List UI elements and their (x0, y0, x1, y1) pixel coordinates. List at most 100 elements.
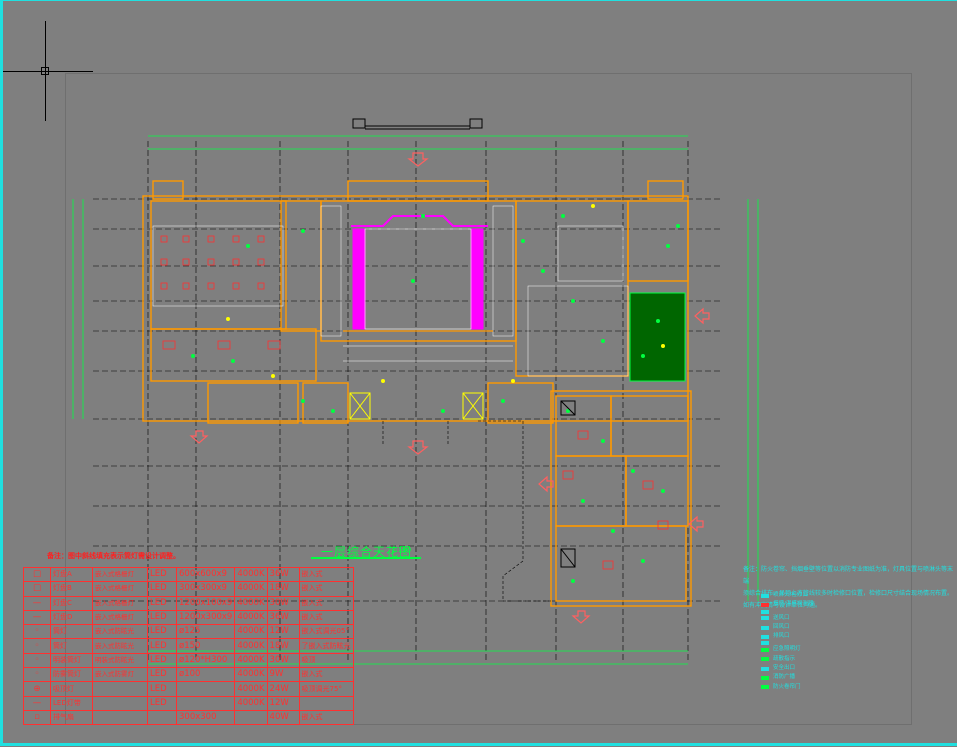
legend-cell-source: LED (147, 595, 177, 611)
symbol-legend: 喷淋头/检修口烟感/温感探测器送风口回风口排风口应急照明灯疏散指示安全出口消防广… (761, 591, 813, 692)
legend-cell-ct: 4000K (234, 652, 268, 669)
legend-cell-power: 30W (266, 595, 300, 611)
legend-cell-desc (92, 709, 148, 726)
legend-cell-ct: 4000K (234, 595, 268, 611)
fixtures-red (160, 235, 669, 570)
legend-cell-desc (92, 695, 148, 711)
legend-cell-ct: 4000K (234, 667, 268, 683)
legend-cell-symbol: □ (23, 566, 51, 583)
right-note-line: 如有冲突请与设计单位沟通。 (743, 602, 822, 609)
legend-cell-symbol: — (23, 695, 51, 711)
symbol-label: 回风口 (773, 623, 790, 630)
legend-cell-name: 明装筒灯 (50, 652, 93, 669)
legend-cell-install: 嵌入式调光05° (298, 624, 354, 640)
symbol-swatch (761, 657, 769, 662)
dimension-lines (72, 135, 759, 665)
legend-cell-name: 灯盘C (50, 595, 93, 611)
symbol-legend-item: 回风口 (761, 623, 813, 632)
symbol-label: 安全出口 (773, 665, 796, 672)
drawing-title: 一层综合天花图 (321, 545, 413, 559)
legend-cell-size: ø150 (175, 638, 236, 654)
symbol-legend-item: 喷淋头/检修口 (761, 591, 813, 600)
legend-cell-source: LED (147, 638, 177, 654)
symbol-swatch (761, 616, 769, 621)
legend-cell-ct (234, 709, 268, 726)
symbol-swatch (761, 685, 769, 690)
legend-cell-size: 1200x100x9 (175, 595, 236, 611)
legend-cell-symbol: ◦ (23, 624, 51, 640)
symbol-label: 送风口 (773, 614, 790, 621)
symbol-legend-item: 疏散指示 (761, 655, 813, 664)
legend-cell-name: 灯盘A (50, 566, 93, 583)
legend-cell-ct: 4000K (234, 638, 268, 654)
legend-cell-symbol: ◦ (23, 638, 51, 654)
atrium (343, 215, 513, 362)
symbol-swatch (761, 593, 769, 598)
fixtures-green (191, 214, 680, 583)
green-zone (629, 292, 686, 382)
symbol-swatch (761, 666, 769, 671)
legend-cell-install: 嵌入式 (298, 595, 354, 611)
legend-cell-symbol: — (23, 609, 51, 626)
legend-cell-size: ø100 (175, 667, 236, 683)
drawing-scale: 1:150 (391, 546, 412, 554)
legend-cell-desc: 明装式防眩光 (92, 652, 148, 669)
legend-cell-power: 9W (266, 667, 300, 683)
symbol-swatch (761, 634, 769, 639)
legend-cell-source: LED (147, 566, 177, 583)
sheet-frame (65, 73, 912, 725)
legend-cell-install: 嵌入式 (298, 667, 354, 683)
symbol-legend-item (761, 641, 813, 646)
symbol-label: 烟感/温感探测器 (773, 601, 814, 608)
legend-cell-ct: 4000K (234, 566, 268, 583)
cursor-pickbox (41, 67, 49, 75)
legend-cell-source: LED (147, 581, 177, 597)
legend-cell-power: 12W (266, 695, 300, 711)
symbol-legend-item: 烟感/温感探测器 (761, 600, 813, 609)
walls (142, 180, 692, 607)
symbol-legend-item (761, 609, 813, 614)
entrance-arrows (189, 152, 710, 624)
legend-cell-size: ø125 (175, 624, 236, 640)
legend-cell-install: 了嵌入式防眩光 (298, 638, 354, 654)
legend-cell-size: ø120*H300 (175, 652, 236, 669)
legend-cell-name: 排气扇 (50, 709, 93, 726)
symbol-label: 疏散指示 (773, 655, 796, 662)
symbol-swatch (761, 641, 769, 646)
legend-cell-source: LED (147, 667, 177, 683)
legend-cell-source: LED (147, 695, 177, 711)
symbol-swatch (761, 602, 769, 607)
symbol-legend-item: 安全出口 (761, 664, 813, 673)
legend-cell-name: 吸顶灯 (50, 681, 93, 697)
legend-cell-source: LED (147, 624, 177, 640)
legend-cell-desc: 嵌入式防眩光 (92, 638, 148, 654)
legend-cell-name: 灯盘D (50, 609, 93, 626)
legend-cell-name: LED灯带 (50, 695, 93, 711)
legend-cell-ct: 4000K (234, 695, 268, 711)
legend-cell-power: 40W (266, 709, 300, 726)
legend-cell-desc: 嵌入式格栅灯 (92, 566, 148, 583)
legend-cell-power: 12W (266, 624, 300, 640)
legend-cell-symbol: □ (23, 581, 51, 597)
legend-cell-name: 防雾筒灯 (50, 667, 93, 683)
right-note-line: 备注：防火卷帘、挡烟垂壁等位置以消防专业图纸为准，灯具位置与喷淋头等末端 (743, 566, 954, 585)
symbol-label: 应急照明灯 (773, 646, 801, 653)
legend-cell-ct: 4000K (234, 681, 268, 697)
legend-cell-size: 300x300x9 (175, 581, 236, 597)
symbol-legend-item: 消防广播 (761, 673, 813, 682)
legend-cell-name: 筒灯 (50, 638, 93, 654)
legend-cell-source (147, 709, 177, 726)
legend-cell-desc: 嵌入式防雾灯 (92, 667, 148, 683)
fixtures-yellow (226, 204, 665, 383)
symbol-legend-item: 排风口 (761, 632, 813, 641)
symbol-swatch (761, 676, 769, 681)
symbol-label: 喷淋头/检修口 (773, 592, 808, 598)
right-note-line: 须综合排布，吊顶上方管线较多时检修口位置，检修口尺寸结合现场情况布置。 (743, 590, 954, 597)
